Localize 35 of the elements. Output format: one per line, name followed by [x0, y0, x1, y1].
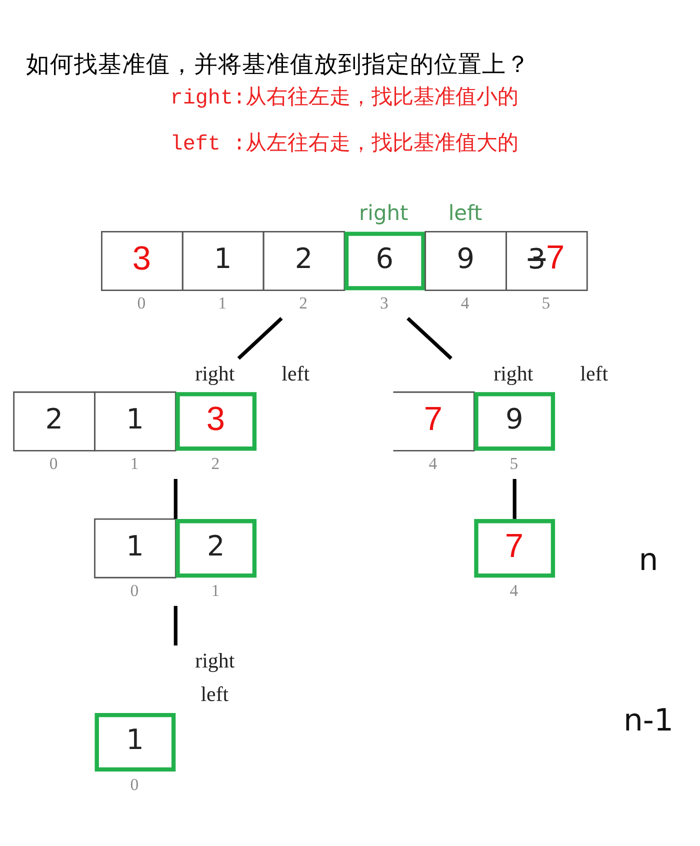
connector: [174, 478, 178, 518]
node-label: 2: [299, 293, 308, 312]
node-label: 3: [380, 293, 388, 312]
node-label: 0: [137, 293, 146, 312]
node-label: right: [494, 360, 534, 385]
node-label: 5: [542, 293, 550, 312]
node-label: left: [200, 682, 229, 706]
node-label: 0: [130, 580, 139, 600]
label: left :从左往右走，找比基准值大的: [170, 132, 519, 156]
node-box: 1: [94, 712, 176, 772]
node-box: 7: [474, 518, 556, 578]
node-label: left: [580, 360, 608, 385]
node-label: left: [282, 360, 310, 385]
label: right:从右往左走，找比基准值小的: [170, 86, 519, 110]
diagram-title: 如何找基准值，并将基准值放到指定的位置上？: [26, 50, 530, 78]
node-label: right: [195, 360, 235, 385]
node-label: 0: [130, 774, 139, 794]
node-label: right: [359, 200, 408, 224]
node-label: left: [448, 200, 482, 224]
node-label: 4: [460, 293, 470, 312]
node-label: right: [195, 648, 235, 672]
connector: [512, 478, 516, 518]
node-label: 1: [211, 580, 220, 600]
label: n-1: [623, 703, 674, 738]
node-label: 1: [130, 453, 139, 472]
label: n: [638, 542, 658, 578]
connector: [237, 316, 283, 360]
node-label: 5: [510, 453, 518, 472]
node-label: 0: [49, 453, 58, 472]
connector: [174, 605, 178, 645]
node-label: 2: [211, 453, 220, 472]
node-label: 4: [510, 580, 518, 600]
node-label: 1: [218, 293, 227, 312]
connector: [406, 316, 452, 360]
node-label: 4: [428, 453, 438, 472]
